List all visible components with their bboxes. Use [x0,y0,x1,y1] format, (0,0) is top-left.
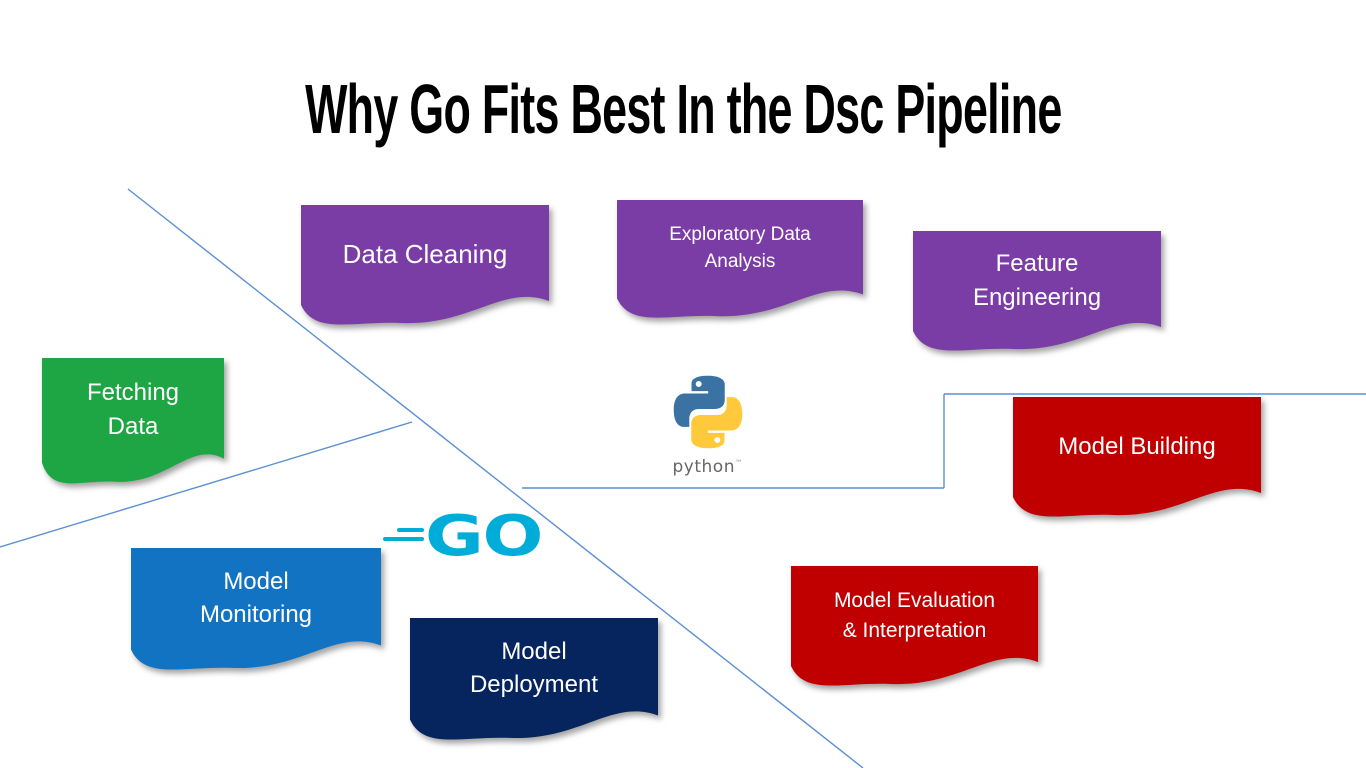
stage-fetching-data: Fetching Data [42,358,224,488]
wave-banner-shape [1013,397,1261,517]
stage-exploratory-data-analysis: Exploratory Data Analysis [617,200,863,322]
slide-title-text: Why Go Fits Best In the Dsc Pipeline [304,70,1062,148]
connector-line [127,188,864,768]
stage-feature-engineering: Feature Engineering [913,231,1161,355]
stage-label: Model Deployment [469,637,599,699]
wave-banner-shape [913,231,1161,351]
stage-label: Exploratory Data Analysis [669,224,811,272]
connector-line [0,421,413,548]
wave-banner-shape [410,618,658,740]
stage-model-evaluation: Model Evaluation & Interpretation [791,566,1038,690]
python-trademark: ™ [734,458,744,468]
python-wordmark: python™ [672,457,744,477]
stage-label: Feature Engineering [972,250,1102,311]
go-logo: GO [383,504,573,574]
go-logo-text: GO [425,504,543,569]
python-logo: python™ [647,370,769,477]
stage-data-cleaning: Data Cleaning [301,205,549,329]
go-speed-line-bottom-icon [383,537,424,541]
python-two-snakes-icon [673,375,743,449]
go-speed-line-top-icon [397,528,424,532]
stage-label: Fetching Data [86,379,180,440]
stage-label: Model Monitoring [199,567,313,629]
slide-title: Why Go Fits Best In the Dsc Pipeline [0,70,1366,148]
wave-banner-shape [42,358,224,484]
wave-banner-shape [617,200,863,318]
stage-label: Model Building [1058,432,1216,460]
stage-label: Data Cleaning [342,239,508,270]
wave-banner-shape [301,205,549,325]
wave-banner-shape [791,566,1038,686]
stage-model-deployment: Model Deployment [410,618,658,744]
stage-model-monitoring: Model Monitoring [131,548,381,674]
wave-banner-shape [131,548,381,670]
stage-model-building: Model Building [1013,397,1261,521]
stage-label: Model Evaluation & Interpretation [833,589,996,642]
